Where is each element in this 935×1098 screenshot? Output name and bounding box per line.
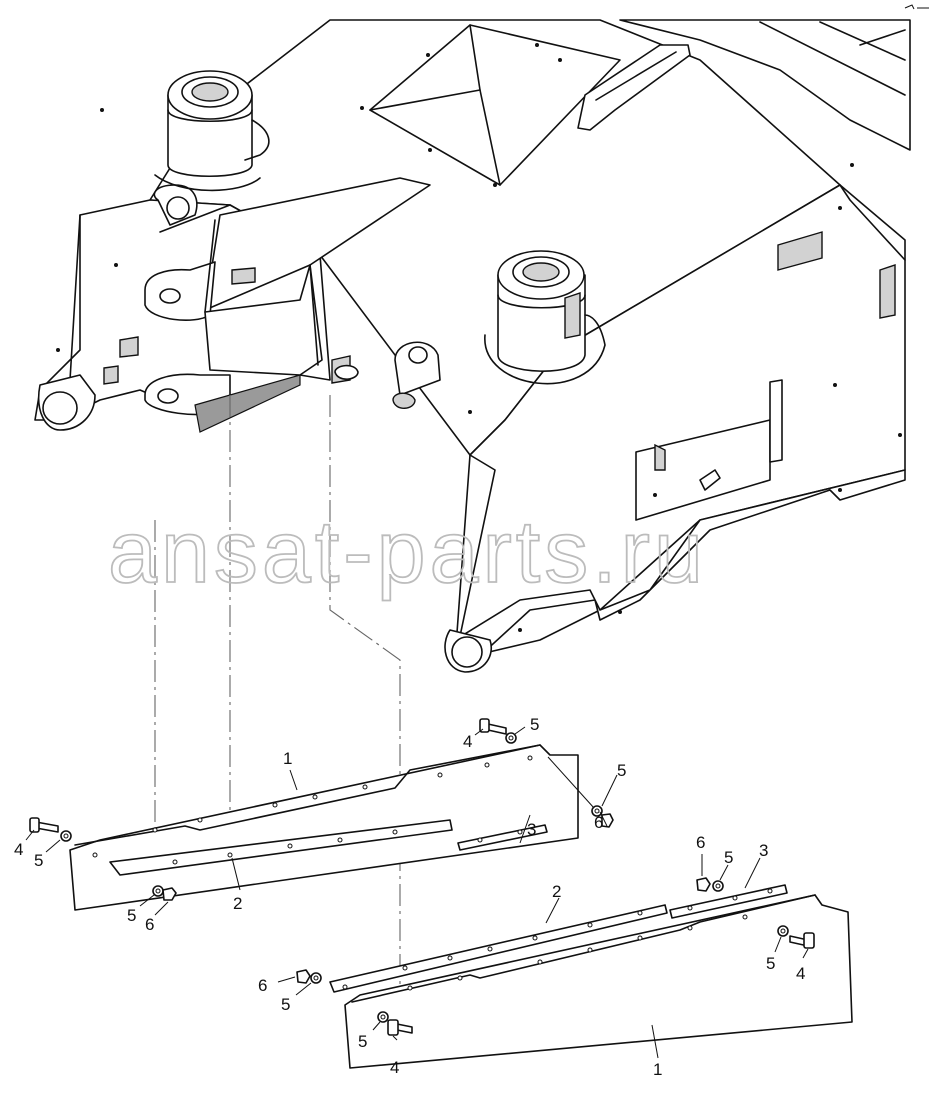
callout-bolt-low-lr: 4 <box>390 1058 399 1077</box>
callout-bolt-left-ul: 4 <box>14 840 23 859</box>
callout-panel-lr: 1 <box>653 1060 662 1079</box>
callout-short-strip-lr: 3 <box>759 841 768 860</box>
callout-washer-low-ul: 5 <box>127 906 136 925</box>
hardware-ul <box>29 718 614 901</box>
panel-set-lower-right: 2 3 1 6 5 5 4 6 5 5 4 <box>258 833 853 1079</box>
hardware-lr <box>296 877 815 1036</box>
chassis-frame <box>34 19 911 673</box>
panel-set-upper-left: 1 2 3 4 5 5 6 4 5 5 6 <box>14 715 626 934</box>
panel-holes-lr <box>342 888 773 991</box>
callouts-lr: 2 3 1 6 5 5 4 6 5 5 4 <box>258 833 809 1079</box>
callout-nut-left-lr: 6 <box>258 976 267 995</box>
callouts-ul: 1 2 3 4 5 5 6 4 5 5 6 <box>14 715 626 934</box>
callout-bolt-right-lr: 4 <box>796 964 805 983</box>
callout-washer-left-ul: 5 <box>34 851 43 870</box>
callout-washer-top-lr: 5 <box>724 848 733 867</box>
watermark-text: ansat-parts.ru <box>108 502 707 601</box>
callout-strip-lr: 2 <box>552 882 561 901</box>
callout-strip-ul: 2 <box>233 894 242 913</box>
callout-washer-left-lr: 5 <box>281 995 290 1014</box>
callout-bolt-top-ul: 4 <box>463 732 472 751</box>
panel-holes-ul <box>92 755 533 865</box>
callout-nut-low-ul: 6 <box>145 915 154 934</box>
callout-nut-right-ul: 6 <box>594 813 603 832</box>
frame-bolt-dots <box>56 43 902 632</box>
callout-washer-top-ul: 5 <box>530 715 539 734</box>
callout-nut-top-lr: 6 <box>696 833 705 852</box>
callout-washer-right-lr: 5 <box>766 954 775 973</box>
callout-washer-right-ul: 5 <box>617 761 626 780</box>
page-corner-icon <box>904 4 929 10</box>
callout-panel-ul: 1 <box>283 749 292 768</box>
assembly-lines <box>154 395 401 1000</box>
callout-washer-low-lr: 5 <box>358 1032 367 1051</box>
callout-short-strip-ul: 3 <box>527 820 536 839</box>
